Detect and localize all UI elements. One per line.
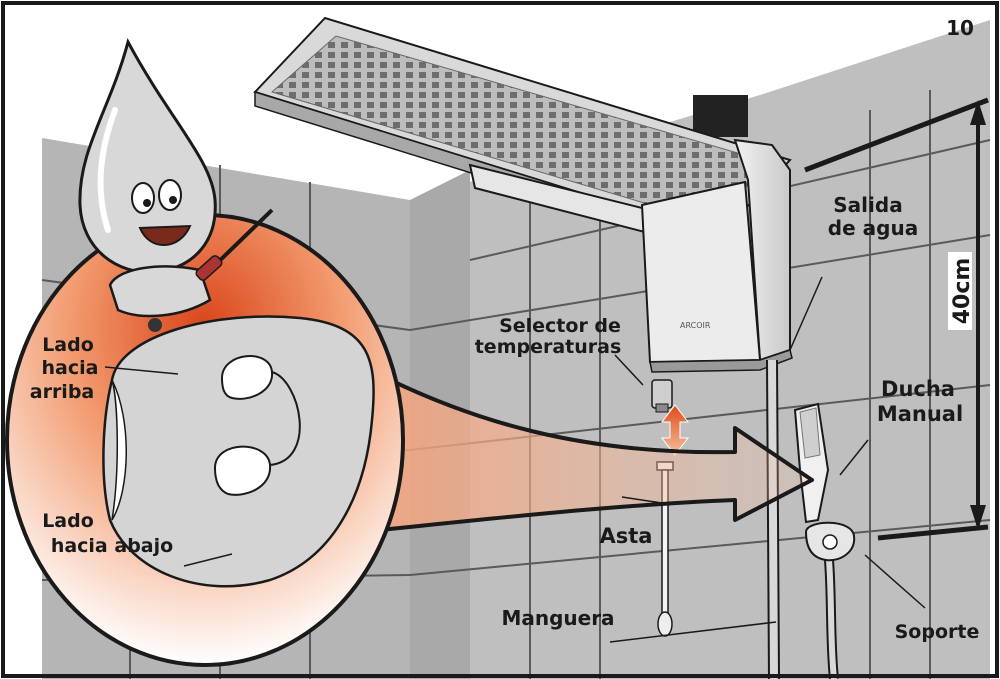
label-ducha-1: Ducha	[881, 377, 955, 401]
label-soporte: Soporte	[895, 621, 980, 643]
label-asta: Asta	[600, 524, 653, 548]
label-ducha-2: Manual	[877, 402, 963, 426]
zoom-bubble	[5, 213, 405, 667]
water-drop-mascot-icon	[78, 37, 274, 332]
wall-box	[693, 95, 748, 137]
dimension-40cm: 40cm	[804, 97, 989, 541]
label-lado-arriba-3: arriba	[30, 381, 95, 403]
label-salida-agua-1: Salida	[833, 193, 902, 217]
diagram-labels: Salida de agua Selector de temperaturas …	[30, 193, 980, 643]
page-number: 10	[946, 16, 974, 40]
hand-shower	[793, 402, 830, 524]
zoom-beam	[358, 372, 814, 534]
heater-unit: ARCOIR	[468, 138, 793, 413]
label-selector-1: Selector de	[499, 315, 621, 337]
grout-line	[409, 519, 991, 576]
dimension-label: 40cm	[950, 258, 975, 325]
label-lado-arriba-1: Lado	[42, 334, 94, 356]
callout-lines	[609, 276, 926, 643]
label-manguera: Manguera	[501, 606, 614, 630]
label-selector-2: temperaturas	[475, 336, 622, 358]
label-lado-arriba-2: hacia	[42, 357, 99, 379]
label-lado-abajo-2: hacia abajo	[51, 535, 173, 557]
brand-mark: ARCOIR	[680, 321, 711, 330]
label-lado-abajo-1: Lado	[42, 510, 94, 532]
label-salida-agua-2: de agua	[828, 216, 918, 240]
support-bracket	[804, 521, 856, 562]
